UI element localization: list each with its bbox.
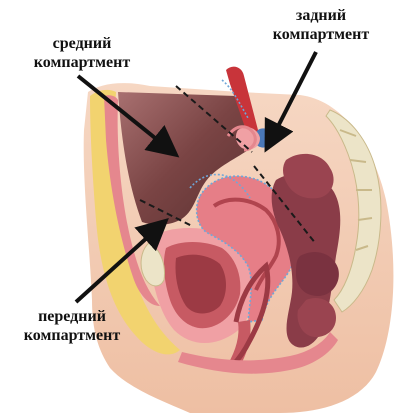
- label-anterior-compartment: передний компартмент: [2, 307, 142, 345]
- label-middle-line-1: средний: [12, 34, 152, 53]
- label-middle-compartment: средний компартмент: [12, 34, 152, 72]
- label-posterior-line-1: задний: [256, 6, 386, 25]
- bowel-loop-3: [298, 298, 337, 337]
- label-posterior-compartment: задний компартмент: [256, 6, 386, 44]
- label-posterior-line-2: компартмент: [256, 25, 386, 44]
- label-anterior-line-2: компартмент: [2, 326, 142, 345]
- label-middle-line-2: компартмент: [12, 53, 152, 72]
- label-anterior-line-1: передний: [2, 307, 142, 326]
